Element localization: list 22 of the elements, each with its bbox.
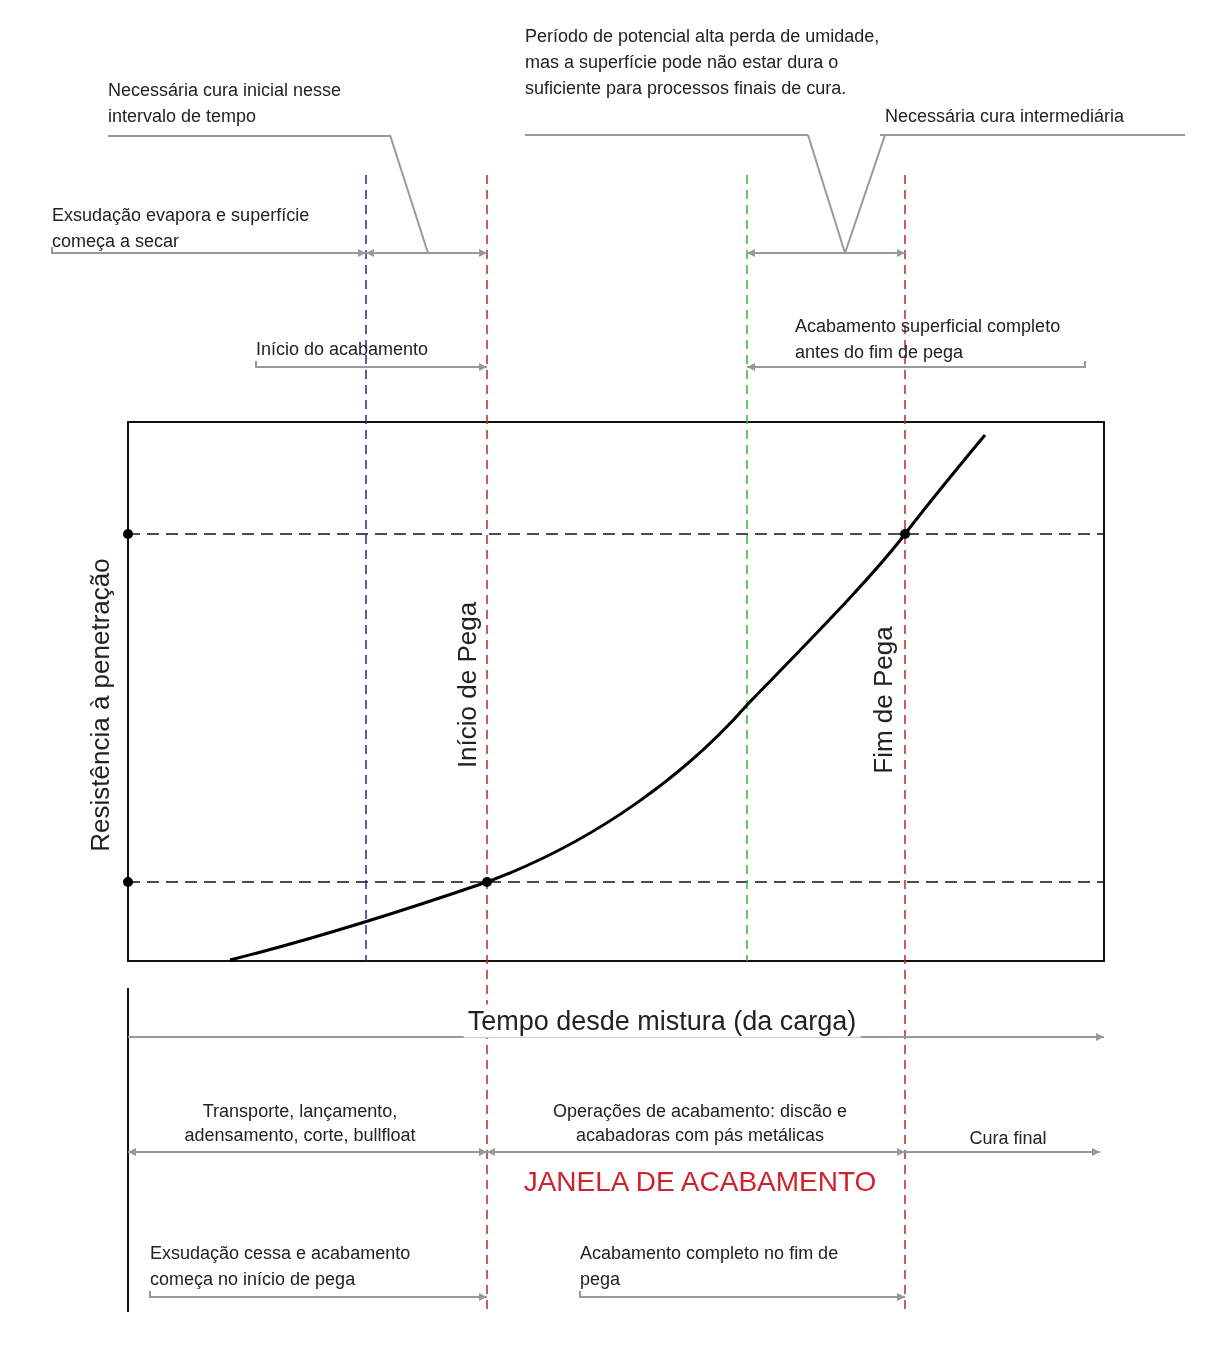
annotation-text: Acabamento superficial completo antes do fim de pega xyxy=(795,313,1085,361)
interval-label: Cura final xyxy=(969,1127,1047,1150)
line-label: Fim de Pega xyxy=(867,626,899,774)
line-label: Início de Pega xyxy=(451,601,483,769)
axis-title: Tempo desde mistura (da carga) xyxy=(463,1004,861,1038)
arrow xyxy=(149,1290,488,1301)
leader-line xyxy=(807,134,846,254)
leader-line xyxy=(389,134,429,254)
arrow xyxy=(746,360,1086,371)
annotation-text: Necessária cura intermediária xyxy=(885,103,1185,135)
leader-line xyxy=(844,134,886,254)
annotation-text: Acabamento completo no fim de pega xyxy=(580,1240,870,1291)
annotation-text: Necessária cura inicial nesse intervalo de tempo xyxy=(108,77,390,137)
interval-label: Operações de acabamento: discão e acabadoras com pás metálicas xyxy=(551,1100,849,1147)
annotation-text: Início do acabamento xyxy=(256,336,466,361)
arrow xyxy=(579,1290,906,1301)
annotation-text: Exsudação cessa e acabamento começa no início de pega xyxy=(150,1240,450,1291)
interval-label: Transporte, lançamento, adensamento, corte, bullfloat xyxy=(183,1100,417,1147)
axis-title: Resistência à penetração xyxy=(84,558,116,852)
arrow xyxy=(255,360,488,371)
annotation-text: Período de potencial alta perda de umidade, mas a superfície pode não estar dura o suficiente para processos finais de cura. xyxy=(525,23,885,135)
arrow xyxy=(51,246,367,257)
